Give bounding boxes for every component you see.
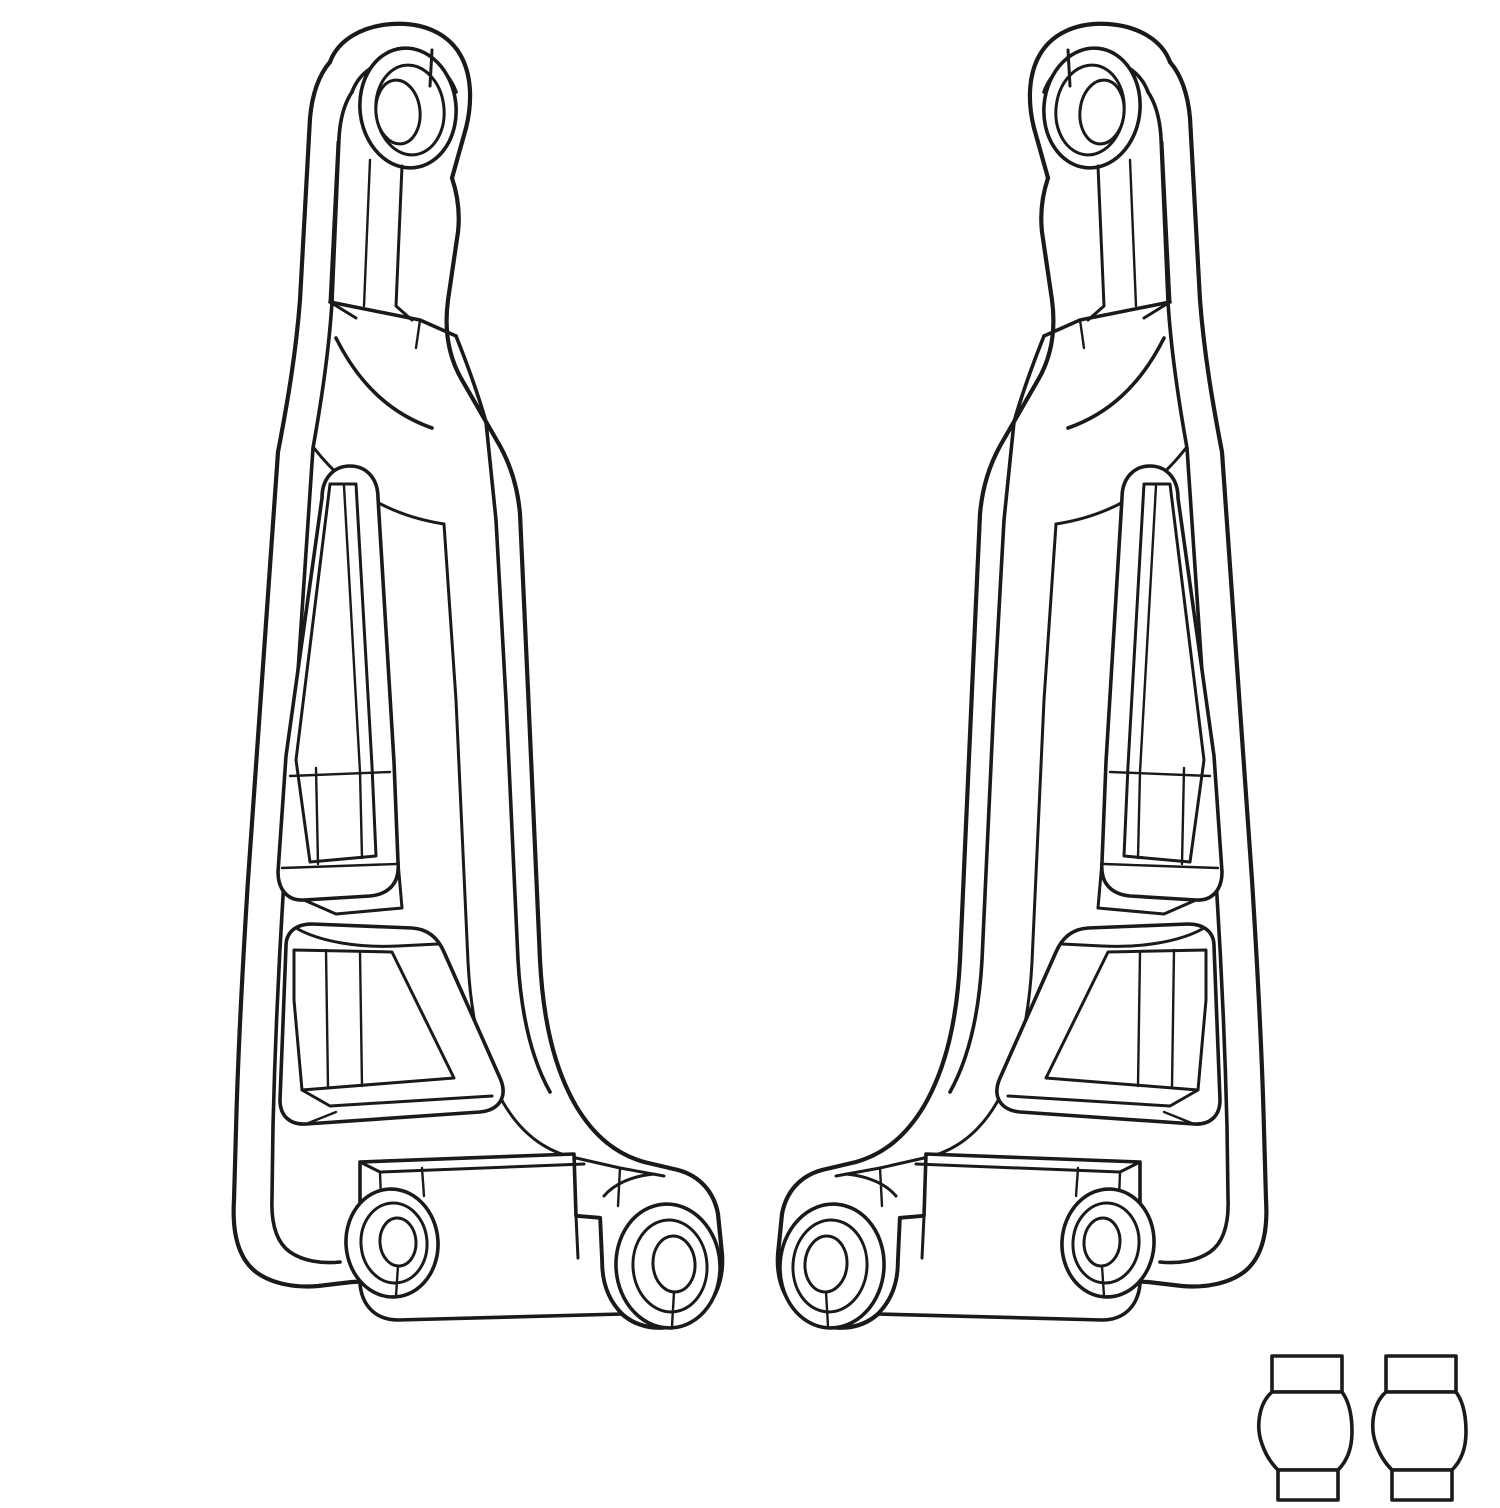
right-arm-upper-slot-floor-band [1110,772,1210,776]
part-right-control-arm[interactable] [776,24,1267,1332]
left-arm-eye-inner-sleeve [373,78,423,146]
right-arm-lower-pocket-rib-b [1138,952,1140,1086]
left-arm-shoulder-fillet [336,338,432,428]
left-arm-lower-pocket-rib-b [360,952,362,1086]
right-arm-shoulder-fillet [1068,338,1164,428]
left-arm-outer-bushing-bore [651,1235,697,1294]
right-arm-upper-boss-outline [1030,24,1170,178]
right-arm-upper-slot-inner-edge [1124,484,1204,862]
right-arm-inboard-upper-edge [972,178,1053,690]
left-arm-lower-pocket-outline [280,924,503,1124]
bushing-right-top-flange [1386,1356,1456,1392]
left-arm-boss-depth-seam [430,50,432,86]
left-arm-ankle-seam [618,1168,620,1206]
left-arm-upper-slot-floor-band [290,772,390,776]
left-arm-inboard-spine [528,690,678,1170]
left-arm-lower-pocket-rib-a [326,950,328,1088]
left-arm-upper-slot-bottom-chamfer [304,862,402,914]
left-arm-upper-boss-outline [330,24,470,178]
right-arm-mount-tab-right-seam [922,1216,924,1258]
left-arm-shoulder-step [330,302,456,336]
right-arm-shank-seam-center [1130,160,1136,306]
left-arm-lower-pocket-inner-edge [294,950,454,1090]
left-arm-upper-slot-outline [278,466,398,900]
right-arm-rib-edge [950,336,1044,1092]
left-arm-lower-pocket-floor [302,1090,492,1106]
part-bushing-left[interactable] [1259,1356,1352,1500]
bushing-left-bottom-flange [1278,1470,1338,1500]
right-arm-outer-bushing-depth-seam [826,1292,828,1326]
left-arm-mount-tab-right-seam [576,1216,578,1258]
left-arm-lower-pocket-floor-edge [306,1112,336,1124]
left-arm-inner-bushing-bore [378,1217,417,1267]
bushing-right-bottom-flange [1392,1470,1452,1500]
right-arm-lower-pocket-rib-a [1172,950,1174,1088]
left-arm-outer-bushing-depth-seam [672,1292,674,1326]
right-arm-ankle-facet-b [846,1174,896,1196]
left-arm-ankle-facet-b [604,1174,654,1196]
left-arm-inner-bushing-depth-seam [396,1266,398,1296]
right-arm-lower-pocket-outline [997,924,1220,1124]
bushing-left-barrel [1259,1392,1352,1470]
right-arm-upper-slot-bottom-band [1104,864,1218,868]
right-arm-lower-pocket-top-chamfer [1062,928,1204,946]
right-arm-lower-pocket-floor-edge [1164,1112,1194,1124]
right-arm-outer-bushing-bore [803,1235,849,1294]
left-arm-upper-slot-bottom-band [282,864,396,868]
right-arm-inner-bushing-depth-seam [1102,1266,1104,1296]
right-arm-mount-tab-seam-2 [1076,1168,1078,1196]
left-arm-shank-seam-center [364,160,370,306]
left-arm-shoulder-tick [416,320,420,348]
right-arm-lower-pocket-inner-edge [1046,950,1206,1090]
part-bushing-right[interactable] [1373,1356,1466,1500]
left-arm-upper-slot-inner-edge [296,484,376,862]
right-arm-shoulder-tick [1080,320,1084,348]
right-arm-upper-slot-rib-b [1182,768,1184,864]
left-arm-outer-silhouette [234,62,352,1286]
right-arm-ankle-seam [880,1168,882,1206]
right-arm-boss-depth-seam [1068,50,1070,86]
right-arm-shank-seam-right [1088,166,1104,320]
left-arm-lower-pocket-top-chamfer [296,928,438,946]
left-arm-mount-tab-seam-2 [422,1168,424,1196]
right-arm-upper-slot-outline [1102,466,1222,900]
right-arm-lower-pocket-floor [1008,1090,1198,1106]
left-arm-inboard-upper-edge [447,178,528,690]
right-arm-outer-silhouette [1148,62,1266,1286]
left-arm-upper-slot-rib-b [316,768,318,864]
left-arm-shank-seam-right [396,166,412,320]
part-left-control-arm[interactable] [234,24,725,1332]
bushing-right-barrel [1373,1392,1466,1470]
right-arm-inboard-spine [822,690,972,1170]
right-arm-eye-inner-sleeve [1077,78,1127,146]
bushing-left-top-flange [1272,1356,1342,1392]
right-arm-upper-slot-bottom-chamfer [1098,862,1196,914]
right-arm-shoulder-step [1044,302,1170,336]
right-arm-inner-bushing-bore [1082,1217,1121,1267]
left-arm-rib-edge [456,336,550,1092]
